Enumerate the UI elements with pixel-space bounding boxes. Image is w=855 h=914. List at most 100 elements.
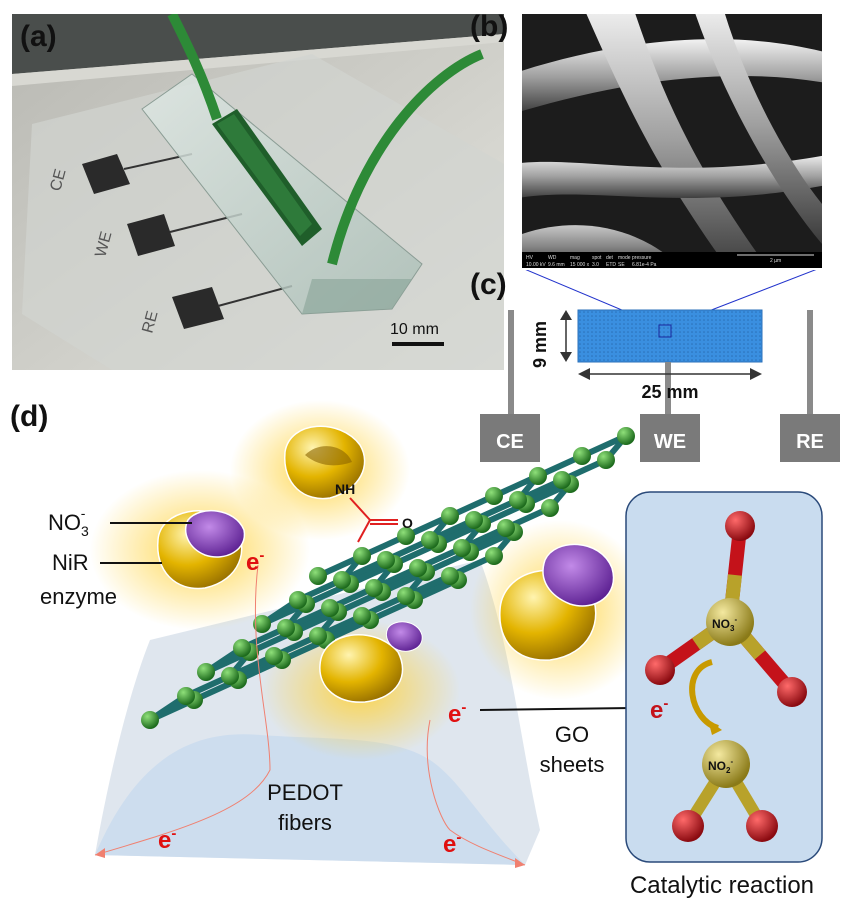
sem-pressure-value: 6.81e-4 Pa [632, 262, 657, 268]
sem-hv-value: 10.00 kV [526, 262, 546, 268]
sem-hv-header: HV [526, 255, 534, 261]
electrode-schematic: CE WE RE 9 mm 25 mm [470, 267, 855, 470]
nir-enzyme-top [284, 425, 366, 500]
lattice-atom [509, 491, 527, 509]
lattice-atom [141, 711, 159, 729]
lattice-atom [333, 571, 351, 589]
working-electrode-area [577, 309, 763, 363]
sem-image: HV WD mag spot det mode pressure 10.00 k… [522, 14, 822, 268]
lattice-atom [177, 687, 195, 705]
sem-mode-value: SE [618, 262, 625, 268]
sem-mag-header: mag [570, 255, 580, 261]
sem-det-value: ETD [606, 262, 616, 268]
nir-enzyme-left [157, 510, 246, 590]
electron-label-2: e- [448, 699, 466, 728]
lattice-atom [485, 547, 503, 565]
lattice-atom [597, 451, 615, 469]
go-label-2: sheets [540, 752, 605, 777]
inset-electron-label: e- [650, 695, 668, 724]
re-lead [807, 310, 813, 414]
amide-linker: NH O [335, 481, 413, 543]
lattice-atom [529, 467, 547, 485]
lattice-atom [497, 519, 515, 537]
lattice-atom [485, 487, 503, 505]
nir-enzyme-center [319, 621, 423, 703]
electron-label-3: e- [158, 825, 176, 854]
lattice-atom [253, 615, 271, 633]
lattice-atom [353, 607, 371, 625]
sem-wd-value: 9.6 mm [548, 262, 565, 268]
lattice-atom [321, 599, 339, 617]
lattice-atom [309, 627, 327, 645]
scale-bar-label: 10 mm [390, 321, 439, 338]
electron-label-1: e- [246, 547, 264, 576]
catalytic-reaction-inset: NO3- e- NO2- Catalytic reaction [625, 491, 823, 899]
panel-label-b: (b) [470, 10, 509, 43]
pedot-label-2: fibers [278, 810, 332, 835]
pedot-fiber-surface [95, 734, 525, 865]
device-photo: CE WE RE 10 mm [12, 14, 504, 370]
lattice-atom [617, 427, 635, 445]
lattice-atom [409, 559, 427, 577]
lattice-atom [541, 499, 559, 517]
sem-det-header: det [606, 255, 614, 261]
we-lead [665, 362, 671, 414]
lattice-atom [309, 567, 327, 585]
go-sheet-lattice [141, 427, 635, 729]
inset-no2-label: NO2- [708, 757, 733, 775]
sem-spot-header: spot [592, 255, 602, 261]
o-label: O [402, 515, 413, 531]
inset-no3-label: NO3- [712, 615, 737, 633]
height-label: 9 mm [530, 321, 550, 368]
nitrate-left [184, 510, 246, 558]
sem-pressure-header: pressure [632, 255, 652, 261]
lattice-atom [221, 667, 239, 685]
width-label: 25 mm [641, 382, 698, 402]
lattice-atom [465, 511, 483, 529]
photo-label-we: WE [92, 230, 115, 259]
electron-paths [94, 564, 526, 868]
we-pad [640, 414, 700, 462]
sem-scale-label: 2 µm [770, 258, 781, 264]
photo-label-re: RE [139, 309, 161, 335]
lattice-atom [397, 527, 415, 545]
lattice-atom [365, 579, 383, 597]
ce-pad [480, 414, 540, 462]
lattice-atom [421, 531, 439, 549]
nir-label: NiR [52, 550, 89, 575]
panel-label-d: (d) [10, 400, 49, 433]
zoom-box [658, 324, 672, 338]
enzyme-label: enzyme [40, 584, 117, 609]
lattice-atom [377, 551, 395, 569]
mechanism-illustration: NH O e- e- e- e- NO3- NiR enzyme GO shee… [0, 390, 855, 909]
lattice-atom [197, 663, 215, 681]
sem-mag-value: 15 000 x [570, 262, 590, 268]
nitrite-nitrogen [702, 740, 750, 788]
we-label: WE [654, 431, 686, 453]
lattice-atom [289, 591, 307, 609]
lattice-atom [441, 567, 459, 585]
lattice-atom [441, 507, 459, 525]
nitrate-right [542, 543, 615, 607]
scale-bar [392, 342, 444, 346]
lattice-atom [573, 447, 591, 465]
lattice-atom [265, 647, 283, 665]
nir-enzyme-right [499, 543, 615, 661]
lattice-atom [453, 539, 471, 557]
re-label: RE [796, 431, 824, 453]
panel-label-a: (a) [20, 20, 57, 53]
lattice-atom [553, 471, 571, 489]
lattice-atom [353, 547, 371, 565]
lattice-atom [277, 619, 295, 637]
nitrate-center [385, 621, 423, 652]
lattice-atom [397, 587, 415, 605]
go-leader [479, 707, 633, 711]
pedot-label-1: PEDOT [267, 780, 343, 805]
electrode-pads [82, 153, 293, 329]
nitrate-nitrogen [706, 598, 754, 646]
go-label-1: GO [555, 722, 589, 747]
no3-label: NO3- [48, 505, 89, 539]
sem-wd-header: WD [548, 255, 557, 261]
catalytic-reaction-label: Catalytic reaction [630, 872, 814, 899]
electron-label-4: e- [443, 829, 461, 858]
